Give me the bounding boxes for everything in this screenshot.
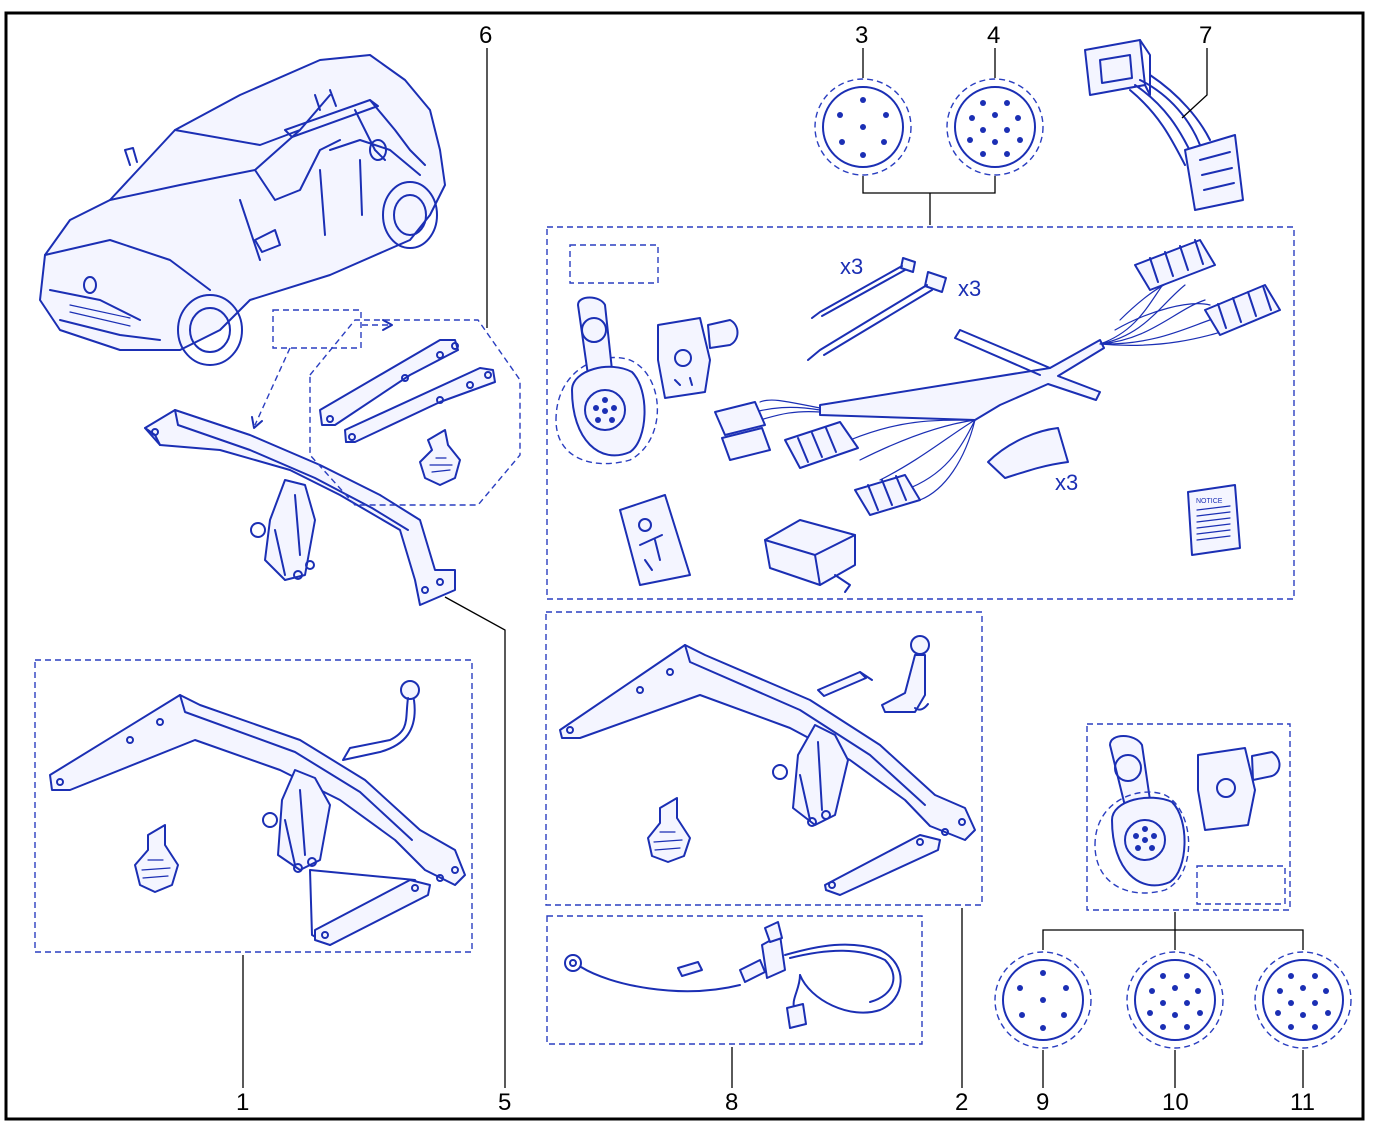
notice-booklet-label: NOTICE (1196, 498, 1223, 505)
dashed-box-label-left (272, 309, 362, 349)
socket-kit-box (1086, 723, 1291, 911)
dashed-box-label-socket (1196, 865, 1286, 905)
pads-quantity: x3 (1055, 470, 1078, 495)
callout-8: 8 (725, 1089, 738, 1116)
mounting-brackets-kit (309, 319, 521, 506)
leader-lines (242, 48, 1304, 1088)
earth-cable-kit (564, 921, 902, 1029)
plug-13-pin-10 (1126, 951, 1224, 1049)
ties-quantity-a: x3 (840, 254, 863, 279)
callout-7: 7 (1199, 22, 1212, 49)
callout-6: 6 (479, 22, 492, 49)
adapter-harness-7 (1084, 39, 1244, 211)
callout-10: 10 (1162, 1089, 1189, 1116)
vehicle-illustration (39, 54, 446, 366)
socket-kit (1094, 735, 1281, 894)
tow-bar-kit-2 (559, 635, 976, 896)
callout-11: 11 (1290, 1089, 1315, 1116)
kit-box-8 (546, 915, 923, 1045)
plug-13-pin-11 (1254, 951, 1352, 1049)
tow-bar-crossmember (144, 409, 456, 606)
wiring-harness-kit: x3 x3 x3 (555, 239, 1281, 593)
plug-7-pin-9 (994, 951, 1092, 1049)
callout-9: 9 (1036, 1089, 1049, 1116)
kit-box-1 (34, 659, 473, 953)
tow-bar-kit-1 (49, 680, 466, 946)
plug-7-pin-3 (814, 78, 912, 176)
kit-box-2 (545, 611, 983, 906)
wiring-kit-box (546, 226, 1295, 600)
callout-3: 3 (855, 22, 868, 49)
ties-quantity-b: x3 (958, 276, 981, 301)
callout-4: 4 (987, 22, 1000, 49)
callout-2: 2 (955, 1089, 968, 1116)
plug-13-pin-4 (946, 78, 1044, 176)
dashed-box-label-wiring (569, 244, 659, 284)
callout-5: 5 (498, 1089, 511, 1116)
diagram-frame (4, 11, 1365, 1121)
callout-1: 1 (236, 1089, 249, 1116)
